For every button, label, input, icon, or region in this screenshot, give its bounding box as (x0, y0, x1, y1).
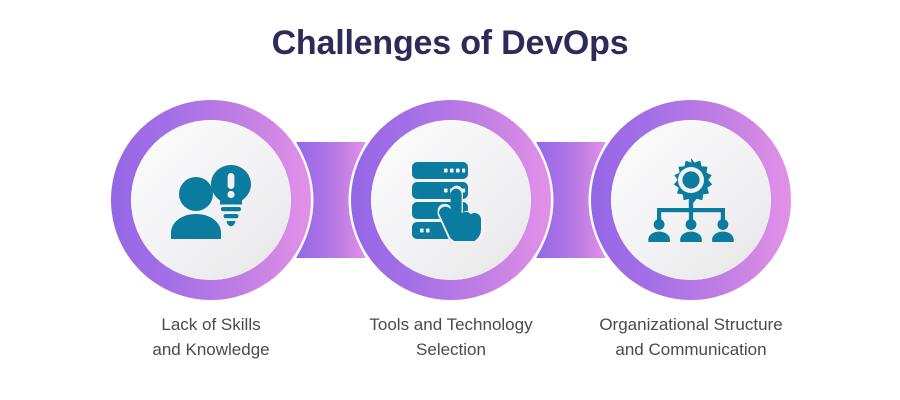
circle-inner-2 (371, 120, 531, 280)
caption-step-1-line-2: and Knowledge (152, 340, 270, 359)
caption-step-2-line-2: Selection (416, 340, 486, 359)
caption-step-1-line-1: Lack of Skills (161, 315, 261, 334)
caption-step-3: Organizational Structure and Communicati… (561, 312, 821, 362)
caption-step-1: Lack of Skills and Knowledge (81, 312, 341, 362)
circle-inner-3 (611, 120, 771, 280)
ring-chain (110, 100, 791, 300)
caption-row: Lack of Skills and Knowledge Tools and T… (0, 312, 900, 382)
circle-inner-1 (131, 120, 291, 280)
caption-step-2: Tools and Technology Selection (321, 312, 581, 362)
caption-step-3-line-2: and Communication (615, 340, 767, 359)
page-title: Challenges of DevOps (271, 24, 629, 62)
caption-step-3-line-1: Organizational Structure (599, 315, 783, 334)
caption-step-2-line-1: Tools and Technology (369, 315, 533, 334)
